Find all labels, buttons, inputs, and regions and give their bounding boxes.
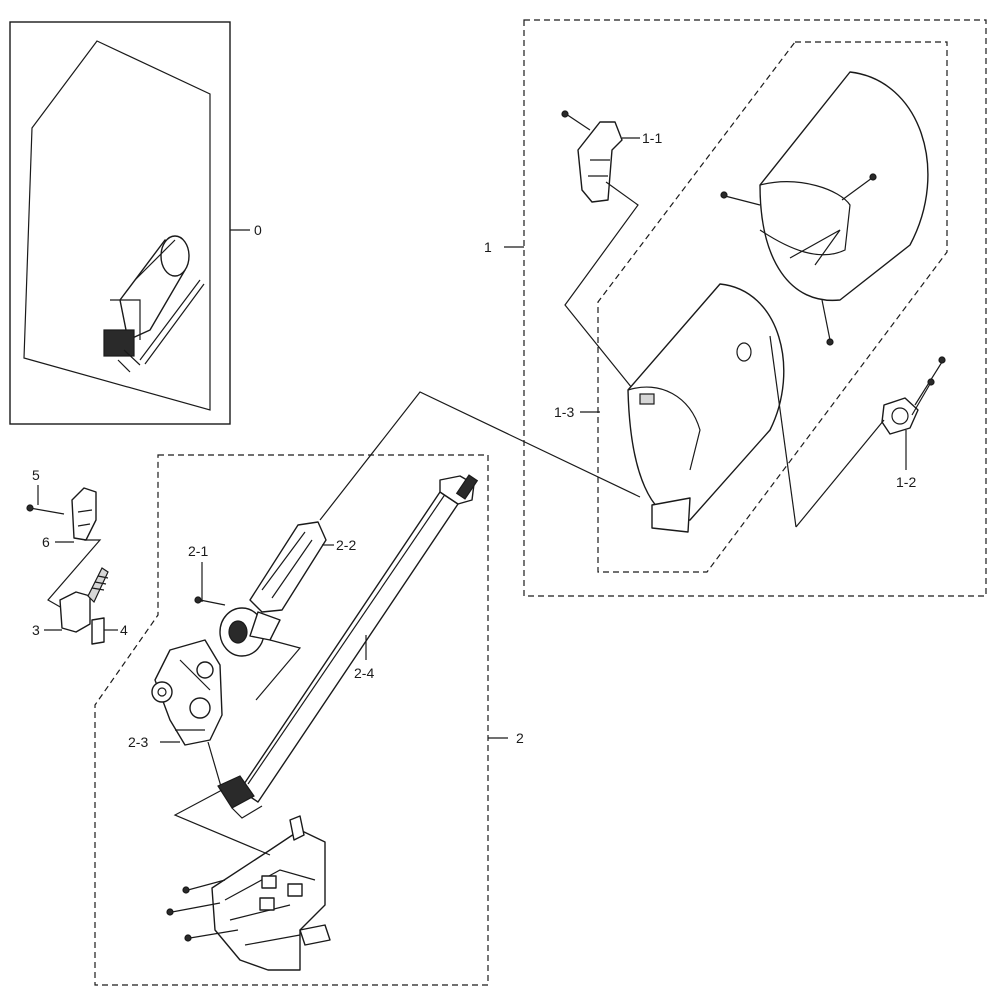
assembly-0-frame: [9, 21, 231, 425]
callout-6: 6: [42, 534, 50, 550]
leader-1-2: [795, 419, 885, 528]
assembly-1-group: 1 1-1: [484, 19, 987, 597]
part-1-1-bracket: [561, 110, 623, 203]
callout-2-1: 2-1: [188, 543, 208, 559]
part-1-3-drum-shell: [627, 283, 797, 533]
assembly-0-thumbnail: [103, 235, 205, 373]
loose-parts-group: 5 6 3 4: [26, 467, 128, 645]
part-5-screw: [26, 504, 65, 515]
assembly-2-group: 2 2-1 2-2 2-3: [94, 454, 524, 986]
part-2-3-gas-valve: [151, 639, 223, 791]
assembly-1-dashed-frame: [523, 19, 987, 597]
callout-2-4: 2-4: [354, 665, 374, 681]
callout-1-3: 1-3: [554, 404, 574, 420]
assembly-0-outline: [23, 40, 211, 411]
leader-2-2-to-1-3: [319, 391, 641, 521]
part-4-plate: [91, 617, 105, 645]
callout-1-2: 1-2: [896, 474, 916, 490]
callout-2-2: 2-2: [336, 537, 356, 553]
assembly-2-dashed-frame: [94, 454, 489, 986]
callout-4: 4: [120, 622, 128, 638]
callout-1: 1: [484, 239, 492, 255]
part-burner-bracket: [166, 815, 331, 971]
callout-2-3: 2-3: [128, 734, 148, 750]
leader-1-1: [564, 181, 639, 389]
callout-0: 0: [254, 222, 262, 238]
callout-3: 3: [32, 622, 40, 638]
part-2-4-burner-tube: [217, 474, 479, 819]
leader-2-3-to-bracket: [173, 789, 271, 856]
part-3-sensor: [59, 567, 109, 633]
part-2-2-valve-coil: [219, 521, 327, 701]
part-1-2-thermostat: [881, 356, 946, 435]
callout-2: 2: [516, 730, 524, 746]
part-2-1-screw: [194, 590, 226, 606]
part-6-clip: [71, 487, 97, 541]
callout-1-1: 1-1: [642, 130, 662, 146]
callout-5: 5: [32, 467, 40, 483]
assembly-0-panel: 0: [9, 21, 262, 425]
part-heater-upper-shell: [720, 71, 929, 346]
assembly-1-3-dashed-frame: [597, 41, 948, 573]
